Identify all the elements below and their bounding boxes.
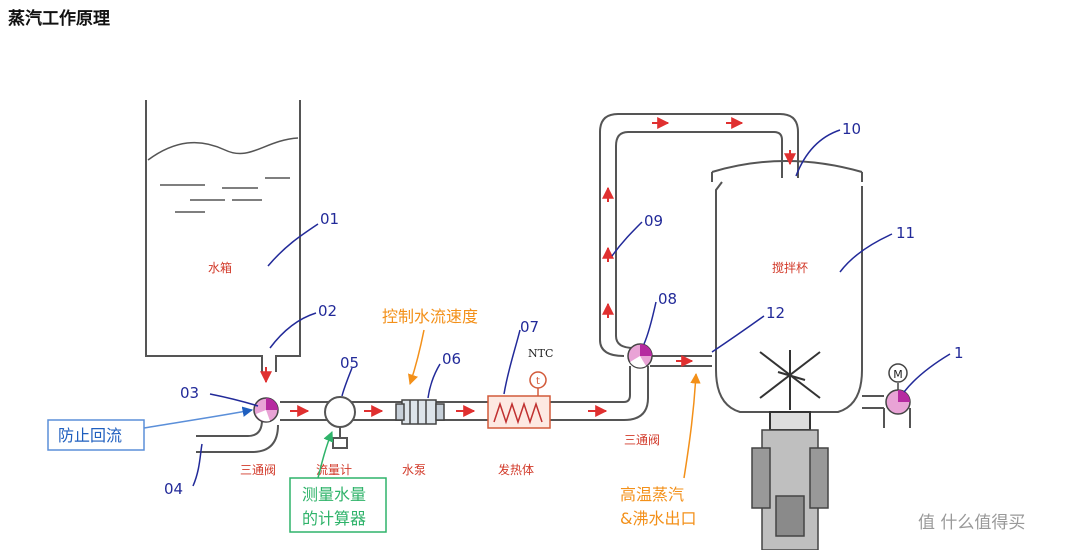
motor-symbol: M bbox=[893, 368, 903, 381]
number-02: 02 bbox=[318, 302, 337, 320]
heater bbox=[487, 371, 551, 429]
water-pump bbox=[395, 399, 445, 425]
label-three-way-valve-right: 三通阀 bbox=[624, 433, 660, 447]
annotation-measure-water-line1: 测量水量 bbox=[302, 485, 366, 504]
number-05: 05 bbox=[340, 354, 359, 372]
annotation-measure-water-box bbox=[289, 477, 387, 533]
ntc-symbol: t bbox=[536, 376, 540, 387]
annotation-prevent-backflow-box bbox=[47, 419, 145, 451]
number-1: 1 bbox=[954, 344, 964, 362]
number-11: 11 bbox=[896, 224, 915, 242]
water-tank bbox=[145, 100, 301, 372]
leader-02 bbox=[269, 312, 317, 349]
three-way-valve-motor bbox=[885, 363, 911, 415]
leader-09 bbox=[611, 221, 643, 257]
label-three-way-valve-left: 三通阀 bbox=[240, 463, 276, 477]
page-title: 蒸汽工作原理 bbox=[8, 9, 110, 29]
label-heater: 发热体 bbox=[498, 462, 534, 477]
annotation-measure-water-arrow bbox=[317, 431, 334, 479]
number-10: 10 bbox=[842, 120, 861, 138]
annotation-control-speed: 控制水流速度 bbox=[382, 307, 478, 326]
ntc-label: NTC bbox=[528, 347, 553, 360]
number-12: 12 bbox=[766, 304, 785, 322]
watermark: 值 什么值得买 bbox=[918, 513, 1025, 533]
number-01: 01 bbox=[320, 210, 339, 228]
flow-meter bbox=[324, 396, 356, 449]
annotation-steam-outlet-line1: 高温蒸汽 bbox=[620, 485, 684, 504]
leader-12 bbox=[711, 315, 765, 353]
number-06: 06 bbox=[442, 350, 461, 368]
leader-04 bbox=[192, 443, 203, 487]
number-09: 09 bbox=[644, 212, 663, 230]
label-water-pump: 水泵 bbox=[402, 463, 426, 477]
label-blender-cup: 搅拌杯 bbox=[772, 260, 808, 275]
annotation-prevent-backflow: 防止回流 bbox=[58, 426, 122, 445]
label-flow-meter: 流量计 bbox=[316, 463, 352, 477]
annotation-measure-water-line2: 的计算器 bbox=[302, 509, 366, 528]
number-07: 07 bbox=[520, 318, 539, 336]
motor-base bbox=[751, 429, 829, 550]
blade-assembly bbox=[759, 350, 821, 431]
leader-03 bbox=[209, 393, 259, 407]
three-way-valve-right bbox=[627, 343, 653, 369]
leader-11 bbox=[839, 233, 893, 273]
number-08: 08 bbox=[658, 290, 677, 308]
leader-07 bbox=[503, 329, 521, 395]
steam-loop-pipe bbox=[599, 113, 799, 367]
leader-05 bbox=[341, 367, 353, 397]
leader-01 bbox=[267, 223, 319, 267]
leader-1 bbox=[903, 353, 951, 393]
annotation-control-speed-arrow bbox=[408, 329, 425, 385]
annotation-steam-outlet-line2: &沸水出口 bbox=[620, 509, 696, 528]
leader-lines bbox=[192, 129, 951, 487]
blender-cup bbox=[711, 160, 911, 428]
annotation-steam-outlet-arrow bbox=[683, 372, 701, 479]
leader-06 bbox=[427, 363, 441, 399]
three-way-valve-left bbox=[253, 397, 279, 423]
number-04: 04 bbox=[164, 480, 183, 498]
leader-10 bbox=[795, 129, 841, 177]
leader-08 bbox=[643, 301, 657, 345]
label-water-tank: 水箱 bbox=[208, 260, 232, 275]
flow-arrows bbox=[260, 117, 796, 417]
annotation-prevent-backflow-arrow bbox=[143, 406, 254, 429]
number-03: 03 bbox=[180, 384, 199, 402]
